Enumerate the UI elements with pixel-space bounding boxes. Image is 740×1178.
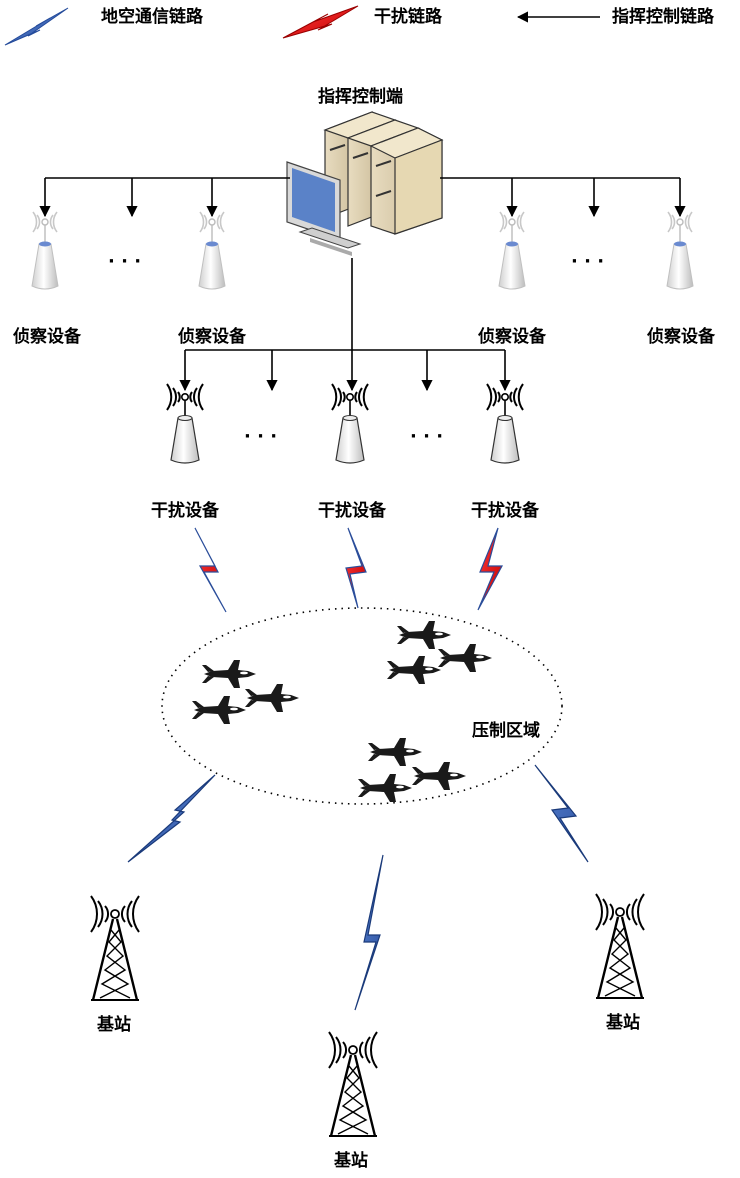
fighter-jet-icon [368,738,422,766]
recon-device-label: 侦察设备 [13,326,82,347]
suppression-zone [161,607,563,805]
legend-command-link-label: 指挥控制链路 [612,6,715,27]
base-stations: 基站 基站 基站 [89,892,646,1171]
monitor-icon [286,161,362,256]
jammer-ellipsis-left: · · · [244,426,277,447]
fighter-jet-icon [438,644,492,672]
recon-device-label: 侦察设备 [647,326,716,347]
base-station-label: 基站 [605,1012,640,1033]
recon-device-label: 侦察设备 [478,326,547,347]
recon-ellipsis-right: · · · [571,251,604,272]
fighter-jet-icon [202,660,256,688]
jamming-bolt-left [194,527,227,613]
jammer-devices: · · · · · · 干扰设备 干扰设备 干扰设备 [151,383,540,521]
jammer-ellipsis-right: · · · [410,426,443,447]
jamming-bolt-center [345,527,367,609]
jammer-label: 干扰设备 [471,500,540,521]
legend-jamming-link-label: 干扰链路 [374,6,443,27]
fighter-jet-icon [387,656,441,684]
command-center-label: 指挥控制端 [318,86,403,107]
recon-device [498,211,526,290]
jammer-label: 干扰设备 [318,500,387,521]
fighter-jet-icon [412,762,466,790]
suppression-zone-label: 压制区域 [472,720,540,741]
legend-air-ground-link-label: 地空通信链路 [101,6,204,27]
air-ground-links [127,764,589,1011]
fighter-jet-icon [397,621,451,649]
server-icon [323,111,444,235]
air-ground-bolt-center [354,854,384,1011]
fighter-jet-icon [358,774,412,802]
recon-devices: · · · · · · 侦察设备 侦察设备 侦察设备 侦察设备 [13,211,716,347]
base-station-tower [327,1030,379,1138]
jamming-link-icon [282,5,359,39]
base-station-tower [89,894,141,1002]
base-station-label: 基站 [96,1014,131,1035]
jamming-bolt-right [477,527,504,611]
recon-device [666,211,694,290]
jammer-device [486,383,524,464]
jammer-device [331,383,369,464]
command-links [39,177,686,392]
jamming-links [194,527,504,613]
fighter-jet-icon [245,684,299,712]
air-ground-link-icon [4,7,69,46]
recon-device-label: 侦察设备 [178,326,247,347]
jammer-label: 干扰设备 [151,500,220,521]
air-ground-bolt-right [534,764,589,863]
jammer-device [166,383,204,464]
base-station-tower [594,892,646,1000]
recon-ellipsis-left: · · · [108,251,141,272]
air-ground-bolt-left [127,774,216,863]
recon-device [198,211,226,290]
aircraft-group [192,621,492,802]
legend: 地空通信链路 干扰链路 指挥控制链路 [4,5,715,46]
recon-device [31,211,59,290]
base-station-label: 基站 [333,1150,368,1171]
fighter-jet-icon [192,696,246,724]
